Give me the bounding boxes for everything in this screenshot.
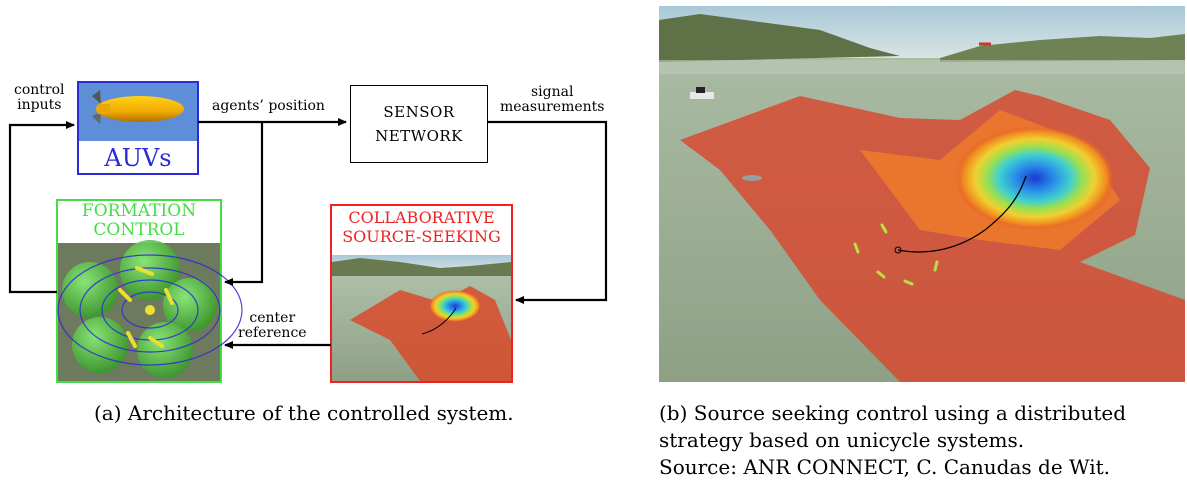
sensor-network-line-2: NETWORK	[375, 127, 463, 145]
collaborative-label: COLLABORATIVE SOURCE-SEEKING	[332, 208, 511, 246]
sensor-network-block: SENSOR NETWORK	[350, 85, 488, 163]
control-inputs-line-1: control	[14, 82, 65, 98]
formation-control-block	[56, 199, 243, 383]
caption-b-line-2: strategy based on unicycle systems.	[659, 428, 1025, 452]
signal-measurements-line-1: signal	[531, 84, 574, 100]
caption-a: (a) Architecture of the controlled syste…	[94, 401, 514, 425]
connection-lines	[8, 118, 608, 349]
collaborative-line-2: SOURCE-SEEKING	[342, 227, 501, 246]
boat-icon	[690, 87, 714, 99]
formation-control-label: FORMATION CONTROL	[58, 202, 220, 240]
auvs-label: AUVs	[104, 144, 172, 172]
caption-b-line-1: (b) Source seeking control using a distr…	[659, 401, 1127, 425]
sensor-network-line-1: SENSOR	[383, 103, 455, 121]
center-reference-line-2: reference	[238, 325, 307, 341]
auvs-block	[77, 81, 199, 175]
control-inputs-label: control inputs	[14, 83, 65, 113]
control-inputs-line-2: inputs	[17, 97, 62, 113]
signal-measurements-label: signal measurements	[500, 85, 604, 115]
collaborative-line-1: COLLABORATIVE	[348, 208, 495, 227]
caption-b: (b) Source seeking control using a distr…	[659, 400, 1185, 481]
source-seeking-simulation-image	[659, 6, 1185, 382]
formation-control-line-1: FORMATION	[81, 201, 197, 221]
collaborative-source-seeking-block	[330, 204, 513, 383]
caption-b-line-3: Source: ANR CONNECT, C. Canudas de Wit.	[659, 455, 1111, 479]
center-reference-label: center reference	[238, 311, 307, 341]
agents-position-label: agents’ position	[212, 98, 325, 114]
formation-control-line-2: CONTROL	[93, 220, 185, 240]
signal-measurements-line-2: measurements	[500, 99, 605, 115]
center-reference-line-1: center	[249, 310, 296, 326]
auv-vehicle-icon	[92, 90, 184, 124]
